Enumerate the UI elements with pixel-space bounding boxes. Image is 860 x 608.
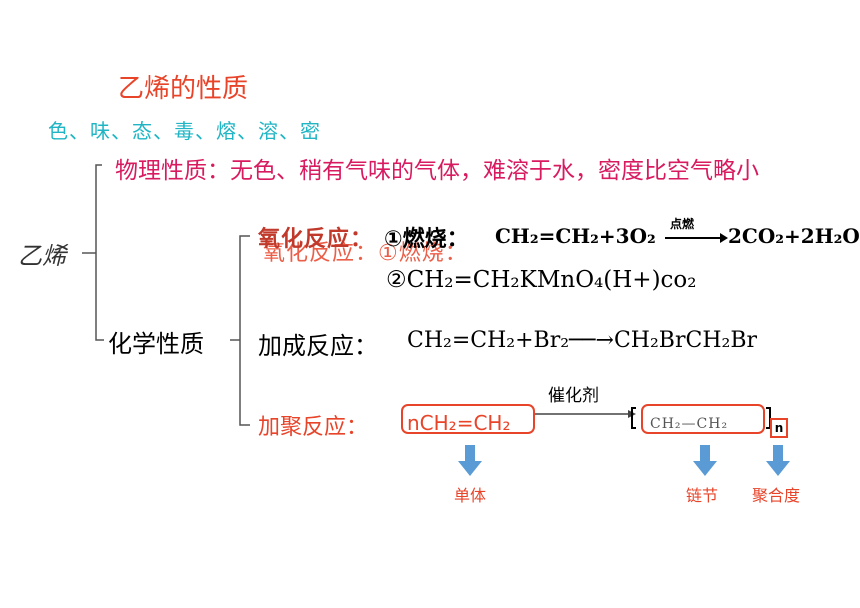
main-bracket <box>95 164 104 341</box>
chain-unit-caption: 链节 <box>686 486 719 505</box>
chain-box <box>641 404 765 434</box>
chem-bracket <box>239 235 250 426</box>
page-title: 乙烯的性质 <box>118 74 249 104</box>
degree-n: n <box>770 418 788 438</box>
down-arrow-icon <box>766 445 790 476</box>
oxidation-ghost-label: 氧化反应：①燃烧： <box>263 241 468 266</box>
monomer-formula: nCH₂=CH₂ <box>407 411 511 435</box>
down-arrow-icon <box>458 445 482 476</box>
catalyst-label: 催化剂 <box>548 386 599 406</box>
physical-properties: 物理性质：无色、稍有气味的气体，难溶于水，密度比空气略小 <box>115 158 759 184</box>
combustion-equation-left: CH₂=CH₂+3O₂ <box>495 224 656 248</box>
kmno4-oxidation: ②CH₂=CH₂KMnO₄(H+)co₂ <box>386 267 697 293</box>
addition-label: 加成反应： <box>258 332 378 360</box>
combustion-equation-right: 2CO₂+2H₂O <box>728 224 860 248</box>
combustion-label: ①燃烧： <box>384 227 469 252</box>
polymerization-label: 加聚反应： <box>258 415 369 440</box>
oxidation-label: 氧化反应： <box>258 227 374 252</box>
chain-unit-formula: CH₂—CH₂ <box>650 416 729 432</box>
combustion-condition: 点燃 <box>670 217 695 231</box>
combustion-arrowhead <box>720 233 728 243</box>
monomer-caption: 单体 <box>454 486 487 505</box>
degree-caption: 聚合度 <box>752 486 801 505</box>
polymer-left-bracket <box>631 407 636 429</box>
chemical-properties-label: 化学性质 <box>108 330 204 358</box>
property-hint: 色、味、态、毒、熔、溶、密 <box>48 119 321 143</box>
monomer-box <box>401 404 535 434</box>
root-concept: 乙烯 <box>18 242 66 270</box>
down-arrow-icon <box>693 445 717 476</box>
addition-equation: CH₂=CH₂+Br₂──→CH₂BrCH₂Br <box>407 328 758 353</box>
